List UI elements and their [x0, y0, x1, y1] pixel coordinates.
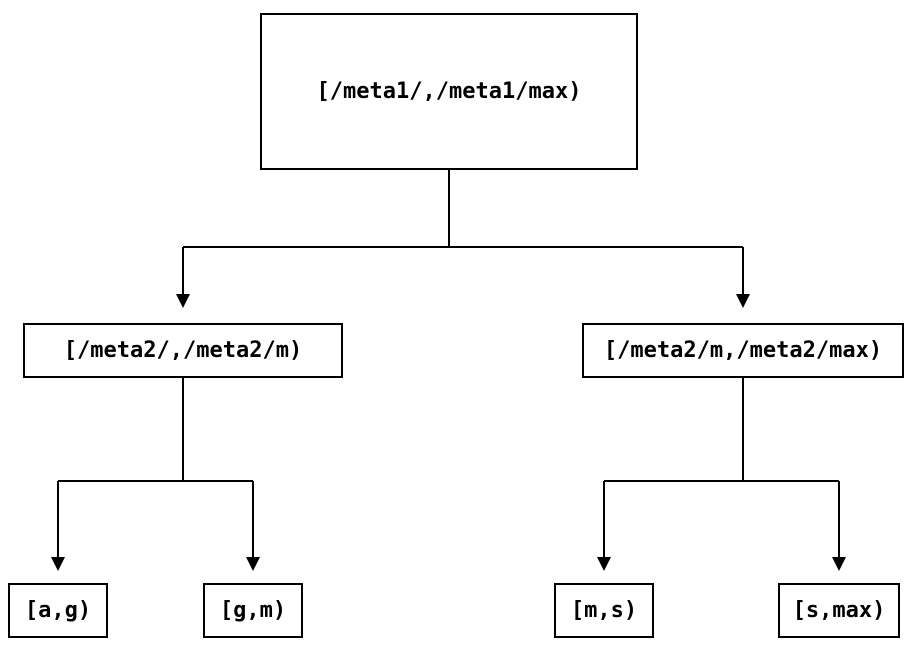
node-leaf-a-g-label: [a,g): [24, 598, 92, 623]
arrowhead-icon: [51, 557, 65, 571]
node-leaf-a-g: [a,g): [8, 583, 108, 638]
node-meta2-high-label: [/meta2/m,/meta2/max): [603, 338, 883, 363]
arrowhead-icon: [597, 557, 611, 571]
node-leaf-m-s-label: [m,s): [570, 598, 638, 623]
node-leaf-s-max-label: [s,max): [792, 598, 886, 623]
node-leaf-s-max: [s,max): [778, 583, 900, 638]
node-leaf-g-m-label: [g,m): [219, 598, 287, 623]
node-meta2-low-label: [/meta2/,/meta2/m): [63, 338, 303, 363]
arrowhead-icon: [176, 294, 190, 308]
node-leaf-m-s: [m,s): [554, 583, 654, 638]
edge-meta2high-to-children: [603, 378, 840, 557]
node-meta2-high: [/meta2/m,/meta2/max): [582, 323, 904, 378]
node-meta2-low: [/meta2/,/meta2/m): [23, 323, 343, 378]
arrowhead-icon: [832, 557, 846, 571]
edge-root-to-children: [182, 170, 744, 294]
node-root: [/meta1/,/meta1/max): [260, 13, 638, 170]
node-root-label: [/meta1/,/meta1/max): [316, 79, 582, 104]
node-leaf-g-m: [g,m): [203, 583, 303, 638]
arrowhead-icon: [246, 557, 260, 571]
edge-meta2low-to-children: [57, 378, 254, 557]
arrowhead-icon: [736, 294, 750, 308]
